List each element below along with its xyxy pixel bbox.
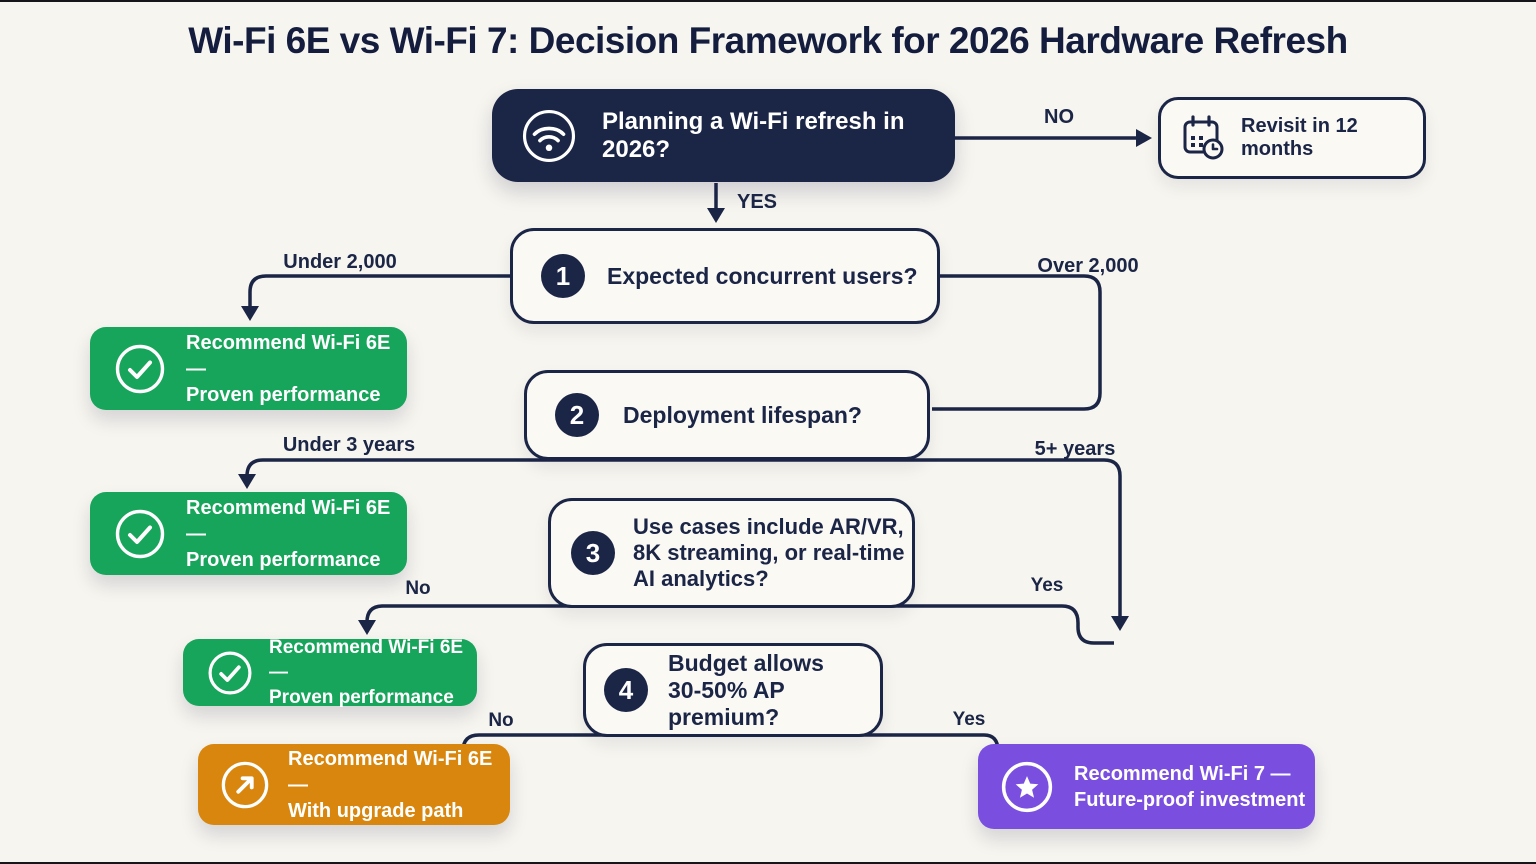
edge-q1-over2000 <box>932 274 1102 411</box>
outcome-line-1: Recommend Wi-Fi 6E — <box>288 747 493 796</box>
edge-label-q3-no: No <box>405 578 431 599</box>
outcome-wifi6e-upgrade-path: Recommend Wi-Fi 6E — With upgrade path <box>198 744 510 825</box>
outcome-label: Recommend Wi-Fi 6E — Proven performance <box>269 635 477 710</box>
page-title: Wi-Fi 6E vs Wi-Fi 7: Decision Framework … <box>188 20 1348 61</box>
question-4-line-1: Budget allows <box>668 649 824 676</box>
arrow-up-right-circle-icon <box>220 760 270 810</box>
outcome-wifi7-future-proof: Recommend Wi-Fi 7 — Future-proof investm… <box>978 744 1315 829</box>
arrowhead-yes <box>707 208 725 223</box>
outcome-wifi6e-proven-3: Recommend Wi-Fi 6E — Proven performance <box>183 637 477 708</box>
outcome-label: Recommend Wi-Fi 7 — Future-proof investm… <box>1074 761 1305 813</box>
outcome-label: Recommend Wi-Fi 6E — With upgrade path <box>288 746 510 824</box>
edge-q2-branches <box>245 458 1122 616</box>
outcome-line-2: Proven performance <box>186 383 381 406</box>
revisit-node-label: Revisit in 12 months <box>1241 115 1358 160</box>
question-4-number-badge: 4 <box>604 668 648 712</box>
edge-label-q4-yes: Yes <box>952 709 986 730</box>
check-circle-icon <box>114 343 166 395</box>
outcome-wifi6e-proven-1: Recommend Wi-Fi 6E — Proven performance <box>90 327 407 410</box>
question-2-label: Deployment lifespan? <box>623 401 862 428</box>
edge-label-yes: YES <box>736 191 778 213</box>
question-1-label: Expected concurrent users? <box>607 262 918 289</box>
calendar-clock-icon <box>1177 112 1229 164</box>
question-4-label: Budget allows 30-50% AP premium? <box>668 650 880 731</box>
outcome-label: Recommend Wi-Fi 6E — Proven performance <box>186 330 407 408</box>
question-3-node: 3 Use cases include AR/VR, 8K streaming,… <box>548 498 915 608</box>
question-4-node: 4 Budget allows 30-50% AP premium? <box>583 643 883 737</box>
outcome-line-2: Proven performance <box>269 687 454 708</box>
arrowhead-no <box>1136 129 1152 147</box>
edge-q4-branches <box>461 733 1000 752</box>
outcome-line-2: Proven performance <box>186 548 381 571</box>
start-node-label: Planning a Wi-Fi refresh in 2026? <box>602 107 905 163</box>
edge-label-no: NO <box>1044 106 1074 128</box>
arrowhead-under3years <box>238 474 256 489</box>
outcome-line-2: With upgrade path <box>288 799 464 822</box>
edge-q3-branches <box>365 604 1114 645</box>
question-3-line-1: Use cases include AR/VR, <box>633 514 904 539</box>
start-node: Planning a Wi-Fi refresh in 2026? <box>492 89 955 182</box>
edge-label-5-plus-years: 5+ years <box>1034 438 1116 460</box>
outcome-line-1: Recommend Wi-Fi 6E — <box>269 637 464 683</box>
check-circle-icon <box>207 650 253 696</box>
question-1-node: 1 Expected concurrent users? <box>510 228 940 324</box>
question-3-label: Use cases include AR/VR, 8K streaming, o… <box>633 514 904 592</box>
edge-label-q4-no: No <box>488 710 514 731</box>
arrowhead-5plusyears <box>1111 616 1129 631</box>
wifi-icon <box>520 107 578 165</box>
edge-label-under-3-years: Under 3 years <box>282 434 416 456</box>
question-3-line-2: 8K streaming, or real-time <box>633 540 905 565</box>
question-4-line-2: 30-50% AP premium? <box>668 676 785 730</box>
outcome-line-2: Future-proof investment <box>1074 788 1306 811</box>
arrowhead-under2000 <box>241 306 259 321</box>
arrowhead-q3-no <box>358 620 376 635</box>
revisit-node: Revisit in 12 months <box>1158 97 1426 179</box>
edge-label-q3-yes: Yes <box>1030 575 1064 596</box>
check-circle-icon <box>114 508 166 560</box>
question-3-number-badge: 3 <box>571 531 615 575</box>
question-2-node: 2 Deployment lifespan? <box>524 370 930 460</box>
edge-q1-under2000 <box>248 274 510 306</box>
outcome-line-1: Recommend Wi-Fi 6E — <box>186 331 391 380</box>
outcome-label: Recommend Wi-Fi 6E — Proven performance <box>186 495 407 573</box>
question-1-number-badge: 1 <box>541 254 585 298</box>
edge-label-over-2000: Over 2,000 <box>1037 255 1139 277</box>
outcome-line-1: Recommend Wi-Fi 7 — <box>1074 762 1291 785</box>
question-2-number-badge: 2 <box>555 393 599 437</box>
outcome-wifi6e-proven-2: Recommend Wi-Fi 6E — Proven performance <box>90 492 407 575</box>
star-circle-icon <box>1000 760 1054 814</box>
edge-label-under-2000: Under 2,000 <box>283 251 397 273</box>
question-3-line-3: AI analytics? <box>633 566 769 591</box>
outcome-line-1: Recommend Wi-Fi 6E — <box>186 496 391 545</box>
